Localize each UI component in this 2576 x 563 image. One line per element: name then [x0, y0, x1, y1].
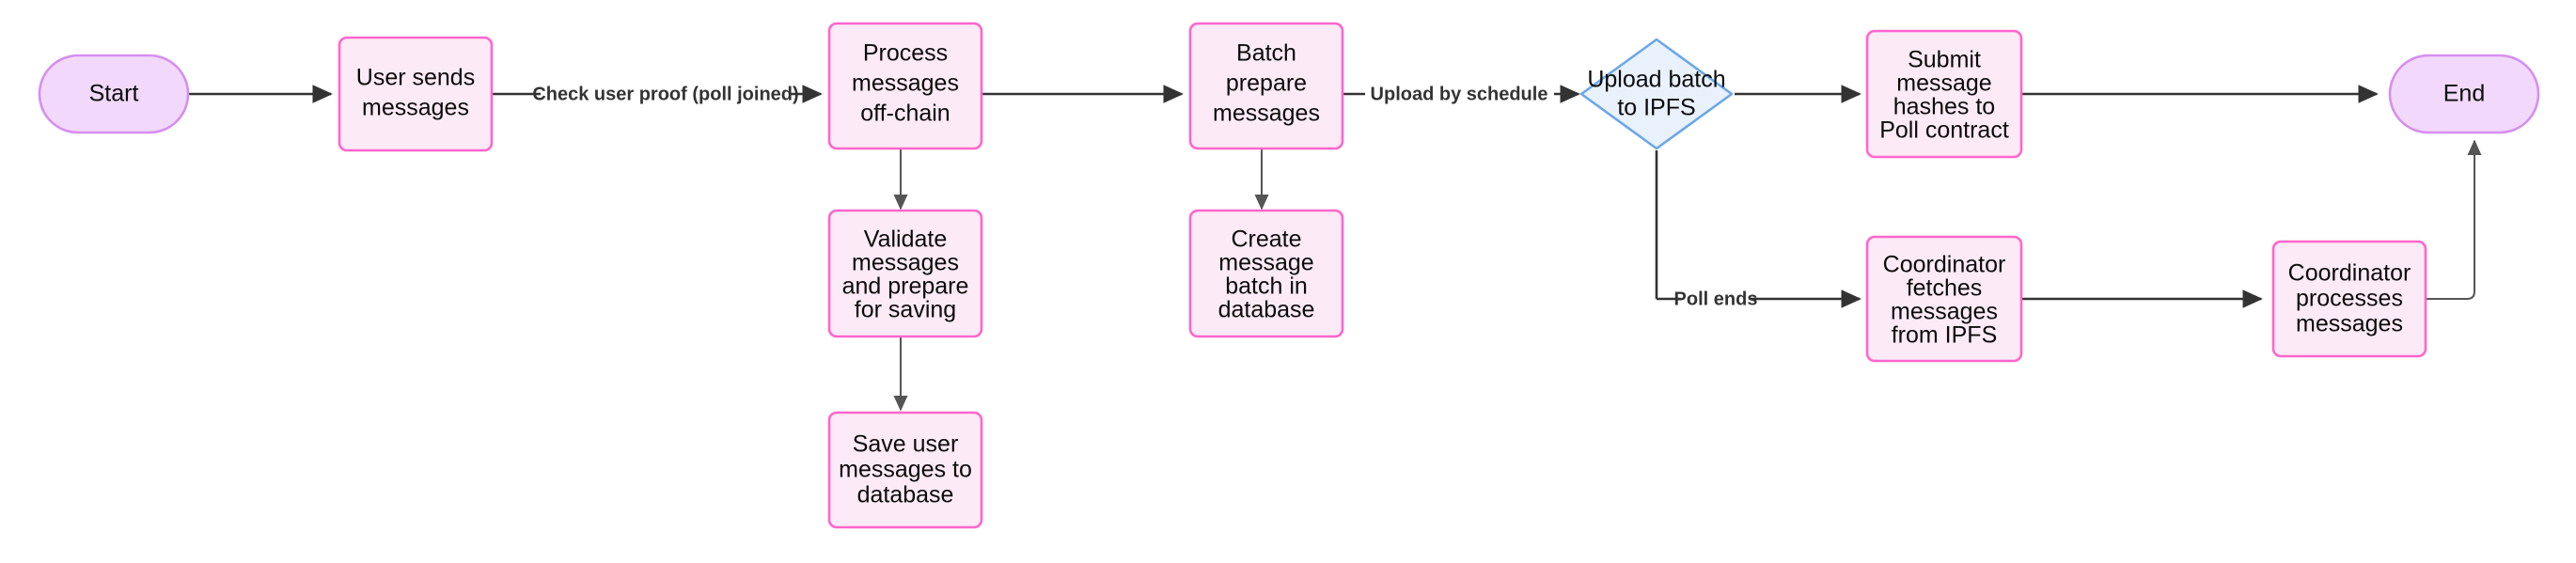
node-batch-shape[interactable]	[1188, 22, 1344, 150]
node-fetch[interactable]: Coordinator fetches messages from IPFS	[1865, 235, 2023, 363]
edge-label-layer: Check user proof (poll joined) Upload by…	[532, 83, 1757, 312]
node-user-send-shape[interactable]	[338, 36, 494, 152]
node-fetch-label-line-2: fetches	[1907, 275, 1983, 302]
node-coord-proc-label-line-1: Coordinator	[2288, 260, 2411, 287]
node-create-batch-label-line-3: batch in	[1225, 274, 1308, 300]
node-submit-label-line-3: hashes to	[1893, 94, 1995, 120]
node-upload-ipfs[interactable]: Upload batch to IPFS	[1579, 38, 1734, 150]
node-start-label: Start	[89, 81, 139, 107]
node-fetch-label-line-3: messages	[1891, 299, 1998, 325]
node-fetch-label-line-4: from IPFS	[1892, 322, 1998, 349]
node-submit[interactable]: Submit message hashes to Poll contract	[1865, 29, 2023, 159]
node-process-shape[interactable]	[827, 22, 983, 150]
node-end-label: End	[2443, 81, 2485, 107]
node-validate[interactable]: Validate messages and prepare for saving	[827, 209, 983, 338]
node-layer: Start User sends messages Process messag…	[38, 22, 2540, 529]
node-submit-label-line-4: Poll contract	[1879, 117, 2009, 144]
edge-label-poll-ends: Poll ends	[1674, 289, 1758, 309]
node-create-batch-label-line-4: database	[1218, 297, 1315, 323]
node-end-shape[interactable]	[2388, 54, 2540, 134]
node-upload-ipfs-label-line-2: to IPFS	[1617, 95, 1695, 121]
node-save-shape[interactable]	[827, 411, 983, 529]
edge-label-upload-schedule: Upload by schedule	[1371, 84, 1548, 104]
node-process[interactable]: Process messages off-chain	[827, 22, 983, 150]
node-validate-label-line-4: for saving	[855, 297, 956, 323]
edge-label-check-proof: Check user proof (poll joined)	[532, 84, 798, 104]
edge-coord-proc-to-end	[2426, 139, 2482, 300]
node-validate-label-line-3: and prepare	[842, 274, 969, 300]
node-submit-label-line-2: message	[1896, 70, 1991, 97]
edge-label-upload-schedule-bg	[1365, 83, 1554, 107]
node-start[interactable]: Start	[38, 54, 190, 134]
node-upload-ipfs-shape[interactable]	[1579, 38, 1734, 150]
node-batch-label-line-3: messages	[1213, 101, 1320, 127]
node-end[interactable]: End	[2388, 54, 2540, 134]
edge-label-poll-ends-bg	[1681, 288, 1751, 312]
node-submit-shape[interactable]	[1865, 29, 2023, 159]
node-process-label-line-2: messages	[852, 70, 959, 97]
node-validate-label-line-2: messages	[852, 250, 959, 276]
node-save[interactable]: Save user messages to database	[827, 411, 983, 529]
node-create-batch[interactable]: Create message batch in database	[1188, 209, 1344, 338]
edge-layer	[189, 85, 2482, 412]
node-coord-proc-label-line-2: processes	[2296, 286, 2403, 312]
node-batch[interactable]: Batch prepare messages	[1188, 22, 1344, 150]
node-upload-ipfs-label-line-1: Upload batch	[1587, 67, 1725, 93]
node-coord-proc-label-line-3: messages	[2296, 311, 2403, 337]
node-save-label-line-3: database	[857, 482, 954, 508]
node-fetch-shape[interactable]	[1865, 235, 2023, 363]
node-coord-proc-shape[interactable]	[2271, 240, 2427, 358]
node-user-send[interactable]: User sends messages	[338, 36, 494, 152]
node-batch-label-line-1: Batch	[1236, 40, 1296, 67]
node-batch-label-line-2: prepare	[1226, 70, 1307, 97]
node-start-shape[interactable]	[38, 54, 190, 134]
node-create-batch-label-line-2: message	[1218, 250, 1313, 276]
node-save-label-line-2: messages to	[839, 457, 972, 483]
node-create-batch-label-line-1: Create	[1231, 227, 1301, 253]
node-create-batch-shape[interactable]	[1188, 209, 1344, 338]
node-save-label-line-1: Save user	[853, 431, 959, 458]
node-validate-shape[interactable]	[827, 209, 983, 338]
node-validate-label-line-1: Validate	[864, 227, 948, 253]
node-coord-proc[interactable]: Coordinator processes messages	[2271, 240, 2427, 358]
node-user-send-label-line-1: User sends	[356, 65, 475, 91]
edge-label-check-proof-bg	[541, 83, 791, 107]
node-fetch-label-line-1: Coordinator	[1883, 252, 2006, 278]
node-submit-label-line-1: Submit	[1908, 47, 1981, 73]
node-process-label-line-3: off-chain	[860, 101, 950, 127]
node-user-send-label-line-2: messages	[362, 95, 469, 121]
node-process-label-line-1: Process	[863, 40, 948, 67]
